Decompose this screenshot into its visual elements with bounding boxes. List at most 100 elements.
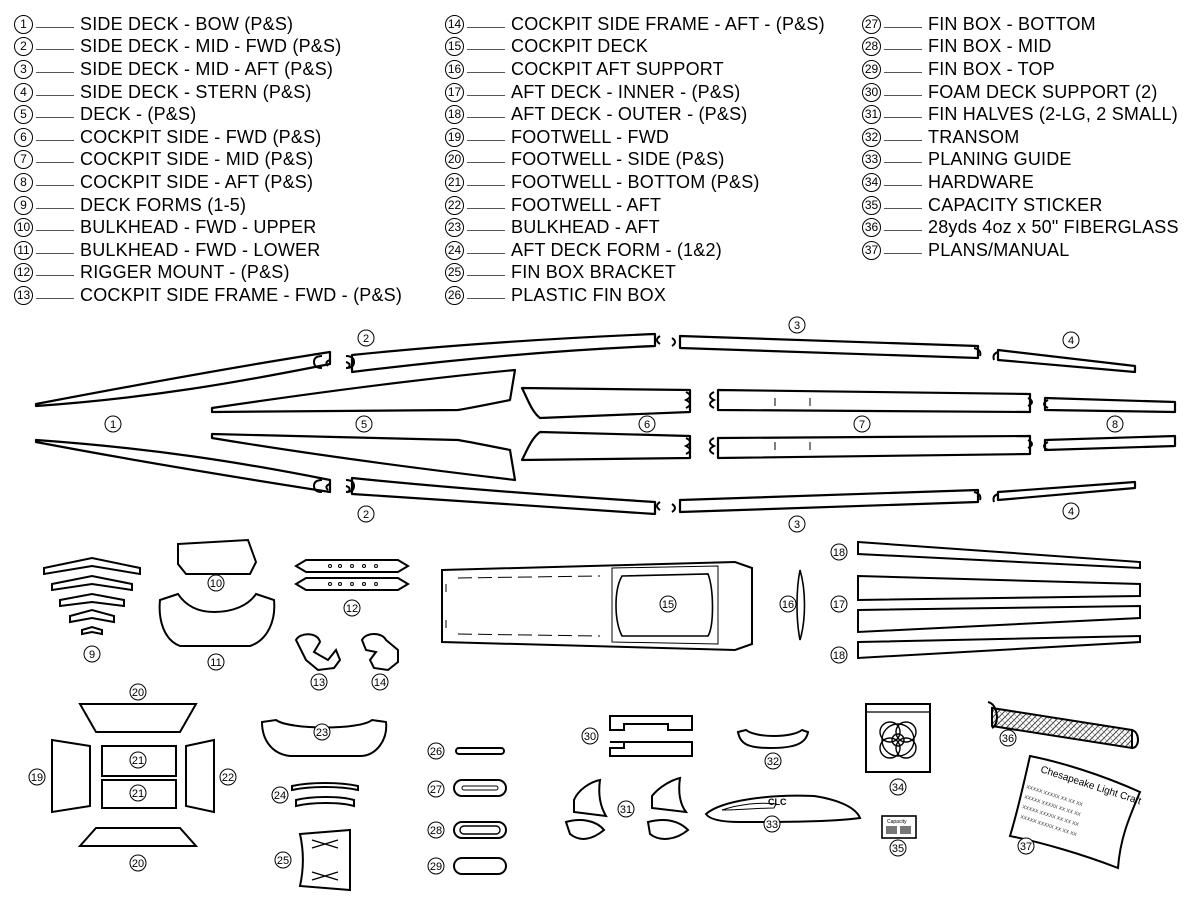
part-number: 22 <box>445 195 464 215</box>
part-name: FOOTWELL - BOTTOM (P&S) <box>511 171 760 192</box>
check-line <box>467 252 505 254</box>
transom <box>736 728 810 750</box>
part-number: 23 <box>445 218 464 238</box>
planing-guide: CLC <box>704 794 862 824</box>
check-line <box>467 71 505 73</box>
callout-37: 37 <box>1017 837 1035 855</box>
deck-lower <box>210 432 517 482</box>
callout-5: 5 <box>355 415 373 433</box>
check-line <box>884 252 922 254</box>
callout-11: 11 <box>207 653 225 671</box>
callout-35: 35 <box>889 839 907 857</box>
side-deck-stern-upper <box>996 348 1137 374</box>
part-name: FIN HALVES (2-LG, 2 SMALL) <box>928 104 1178 125</box>
part-name: SIDE DECK - MID - AFT (P&S) <box>80 58 334 79</box>
part-number: 6 <box>14 127 33 147</box>
cockpit-side-fwd-upper <box>520 386 692 420</box>
callout-number: 3 <box>794 320 800 332</box>
callout-36: 36 <box>999 729 1017 747</box>
callout-number: 10 <box>210 578 222 590</box>
callout-30: 30 <box>581 727 599 745</box>
part-name: DECK FORMS (1-5) <box>80 194 247 215</box>
check-line <box>36 49 74 51</box>
cockpit-side-frame-fwd <box>294 633 342 672</box>
scarf-joints <box>312 335 1049 513</box>
foam-deck-supports <box>609 715 693 757</box>
part-number: 16 <box>445 59 464 79</box>
side-deck-stern-lower <box>996 480 1137 502</box>
cockpit-side-aft-lower <box>1043 434 1177 452</box>
part-name: BULKHEAD - AFT <box>511 217 660 238</box>
callout-number: 15 <box>662 599 674 611</box>
part-number: 34 <box>862 172 881 192</box>
callout-13: 13 <box>310 673 328 691</box>
callout-10: 10 <box>207 574 225 592</box>
check-line <box>36 184 74 186</box>
part-number: 14 <box>445 14 464 34</box>
callout-number: 12 <box>346 603 358 615</box>
part-name: FIN BOX - MID <box>928 36 1052 57</box>
callout-7: 7 <box>853 415 871 433</box>
part-number: 13 <box>14 285 33 305</box>
callout-number: 11 <box>210 657 221 669</box>
cockpit-side-fwd-lower <box>520 430 692 462</box>
cockpit-aft-support <box>796 569 806 641</box>
fin-box-bracket <box>298 828 351 892</box>
deck-forms <box>43 556 141 636</box>
callout-4-top: 4 <box>1062 331 1080 349</box>
check-line <box>884 49 922 51</box>
rigger-mount <box>294 559 410 591</box>
part-number: 30 <box>862 82 881 102</box>
callout-27: 27 <box>427 780 445 798</box>
callout-9: 9 <box>83 645 101 663</box>
part-number: 28 <box>862 37 881 57</box>
hardware-bag-icon <box>865 703 931 773</box>
callout-8: 8 <box>1106 415 1124 433</box>
bulkhead-fwd-lower <box>158 592 276 647</box>
callout-26: 26 <box>427 742 445 760</box>
part-number: 5 <box>14 105 33 125</box>
callout-17: 17 <box>830 595 848 613</box>
footwell-parts <box>51 703 215 847</box>
part-name: PLANS/MANUAL <box>928 239 1070 260</box>
callout-number: 36 <box>1002 733 1014 745</box>
check-line <box>467 139 505 141</box>
capacity-sticker-title: Capacity <box>887 819 907 825</box>
cockpit-side-aft-upper <box>1043 396 1177 414</box>
part-number: 20 <box>445 150 464 170</box>
callout-number: 28 <box>430 825 442 837</box>
check-line <box>36 26 74 28</box>
part-row: 31 FIN HALVES (2-LG, 2 SMALL) <box>862 103 1179 126</box>
fiberglass-roll <box>987 701 1139 750</box>
part-number: 10 <box>14 218 33 238</box>
part-name: FIN BOX - TOP <box>928 58 1055 79</box>
callout-number: 20 <box>132 858 144 870</box>
callout-20-bottom: 20 <box>129 854 147 872</box>
callout-number: 25 <box>277 855 289 867</box>
part-name: FIN BOX - BOTTOM <box>928 13 1096 34</box>
callout-21-bottom: 21 <box>129 784 147 802</box>
callout-number: 6 <box>644 419 650 431</box>
callout-14: 14 <box>371 673 389 691</box>
check-line <box>36 162 74 164</box>
part-name: FOOTWELL - AFT <box>511 194 662 215</box>
check-line <box>467 230 505 232</box>
part-number: 31 <box>862 105 881 125</box>
part-number: 32 <box>862 127 881 147</box>
part-name: COCKPIT AFT SUPPORT <box>511 58 724 79</box>
callout-2-bottom: 2 <box>357 505 375 523</box>
callout-number: 31 <box>620 804 632 816</box>
cockpit-side-frame-aft <box>360 633 399 672</box>
part-name: SIDE DECK - MID - FWD (P&S) <box>80 36 342 57</box>
